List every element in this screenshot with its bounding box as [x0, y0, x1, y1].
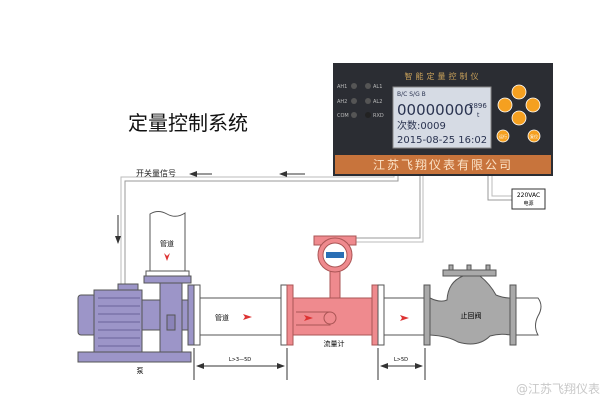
upstream-distance-label: L>3—5D [229, 357, 251, 363]
lcd-count: 次数:0009 [397, 119, 446, 132]
reset-button[interactable] [527, 129, 541, 143]
indicator-leds [351, 83, 371, 118]
run-label: 运行 [499, 133, 507, 139]
power-label: 220VAC [517, 192, 540, 199]
lcd-status: B/C S/G B [397, 91, 426, 98]
power-sublabel: 电源 [523, 200, 533, 207]
lcd-datetime: 2015-08-25 16:02 [397, 135, 487, 146]
pipe-label: 管道 [215, 313, 229, 322]
indicator-label: RXD [373, 113, 384, 119]
downstream-pipe [377, 284, 431, 346]
lcd-screen [392, 86, 492, 149]
lcd-total: 00000000 [397, 101, 473, 119]
controller-panel: 智能定量控制仪 AH1 AH2 COM AL1 AL2 RXD B/C S/G … [333, 63, 553, 176]
left-button[interactable] [497, 97, 513, 113]
right-button[interactable] [525, 97, 541, 113]
vertical-pipe: 管道 [143, 211, 192, 284]
valve-label: 止回阀 [461, 311, 482, 320]
downstream-distance-label: L>5D [394, 357, 408, 363]
indicator-label: COM [337, 113, 349, 119]
signal-label: 开关量信号 [136, 168, 176, 178]
up-button[interactable] [511, 84, 527, 100]
horizontal-pipe: 管道 [187, 284, 288, 346]
indicator-label: AH2 [337, 99, 347, 105]
indicator-label: AH1 [337, 84, 347, 90]
flowmeter-label: 流量计 [324, 339, 345, 348]
flowmeter [286, 235, 379, 346]
diagram-title: 定量控制系统 [128, 111, 248, 135]
down-button[interactable] [511, 110, 527, 126]
power-box [511, 188, 546, 210]
controller-name: 智能定量控制仪 [405, 71, 482, 81]
pump [77, 282, 192, 363]
check-valve [429, 264, 542, 346]
dimension-lines [193, 348, 426, 380]
indicator-label: AL2 [373, 99, 382, 105]
flow-arrow-icon [164, 253, 170, 261]
indicator-label: AL1 [373, 84, 382, 90]
pump-label: 泵 [137, 367, 144, 375]
company-name: 江苏飞翔仪表有限公司 [373, 158, 513, 172]
reset-label: 复位 [530, 133, 538, 139]
lcd-fraction: 2896 [469, 102, 487, 110]
pipe-label: 管道 [160, 239, 174, 248]
lcd-unit: t [477, 112, 480, 119]
run-button[interactable] [496, 129, 510, 143]
flow-arrow-icon [243, 314, 252, 320]
watermark: @江苏飞翔仪表 [516, 382, 600, 396]
